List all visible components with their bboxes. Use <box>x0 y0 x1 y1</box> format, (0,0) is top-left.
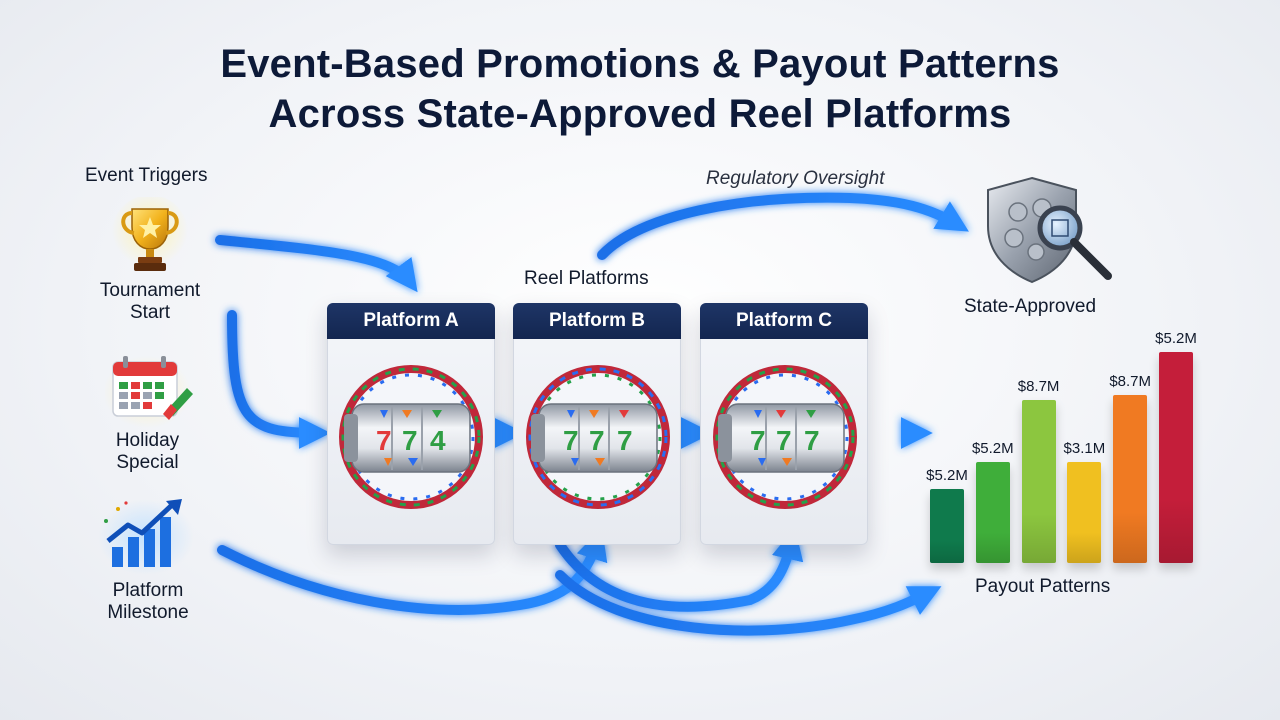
svg-text:7: 7 <box>776 425 792 456</box>
arrow-milestone-to-payout <box>555 570 942 636</box>
svg-text:7: 7 <box>376 425 392 456</box>
arrow-regulatory <box>597 192 969 260</box>
arrow-milestone-to-b <box>217 527 608 615</box>
platform-b-title: Platform B <box>513 303 681 339</box>
payout-bar-label: $8.7M <box>1109 373 1152 390</box>
svg-text:7: 7 <box>563 425 579 456</box>
platform-a-title: Platform A <box>327 303 495 339</box>
event-triggers-heading: Event Triggers <box>85 165 208 186</box>
page-title-line1: Event-Based Promotions & Payout Patterns <box>220 42 1060 86</box>
arrow-holiday-to-a <box>227 310 331 449</box>
platform-c-title: Platform C <box>700 303 868 339</box>
trophy-icon <box>112 197 188 271</box>
payout-bar-label: $5.2M <box>1155 329 1197 347</box>
growth-chart-icon <box>98 499 194 575</box>
payout-bar <box>1067 462 1102 563</box>
trigger-holiday-label: Holiday Special <box>115 430 180 473</box>
payout-bar <box>1113 395 1148 563</box>
payout-bar-label: $5.2M <box>971 440 1014 458</box>
slot-reel-c-icon: 7 7 7 <box>713 365 857 509</box>
trigger-tournament-label: Tournament Start <box>99 280 201 323</box>
calendar-icon <box>105 356 193 428</box>
payout-bar-label: $5.2M <box>926 466 968 484</box>
arrow-tournament-to-a <box>215 235 418 293</box>
payout-bar-label: $3.1M <box>1063 440 1106 458</box>
regulatory-oversight-label: Regulatory Oversight <box>706 168 885 189</box>
payout-bar <box>1021 399 1056 563</box>
state-approved-label: State-Approved <box>964 296 1097 317</box>
payout-patterns-label: Payout Patterns <box>975 576 1111 597</box>
payout-bar <box>930 488 964 563</box>
slot-reel-b-icon: 7 7 7 <box>526 365 670 509</box>
svg-text:7: 7 <box>402 425 418 456</box>
payout-bar-chart: $5.2M$5.2M$8.7M$3.1M$8.7M$5.2M <box>900 320 1200 570</box>
payout-bar <box>975 462 1010 563</box>
slot-reel-a-icon: 7 7 4 <box>339 365 483 509</box>
page-title-line2: Across State-Approved Reel Platforms <box>268 92 1012 136</box>
payout-bar-label: $8.7M <box>1017 377 1060 395</box>
svg-text:7: 7 <box>750 425 766 456</box>
shield-magnifier-icon <box>987 176 1112 284</box>
svg-text:7: 7 <box>589 425 605 456</box>
svg-text:7: 7 <box>804 425 820 456</box>
svg-text:4: 4 <box>430 425 446 456</box>
arrow-milestone-to-c <box>555 527 804 612</box>
reel-platforms-heading: Reel Platforms <box>524 268 649 289</box>
svg-text:7: 7 <box>617 425 633 456</box>
trigger-milestone-label: Platform Milestone <box>107 580 189 623</box>
payout-bar <box>1159 351 1193 563</box>
